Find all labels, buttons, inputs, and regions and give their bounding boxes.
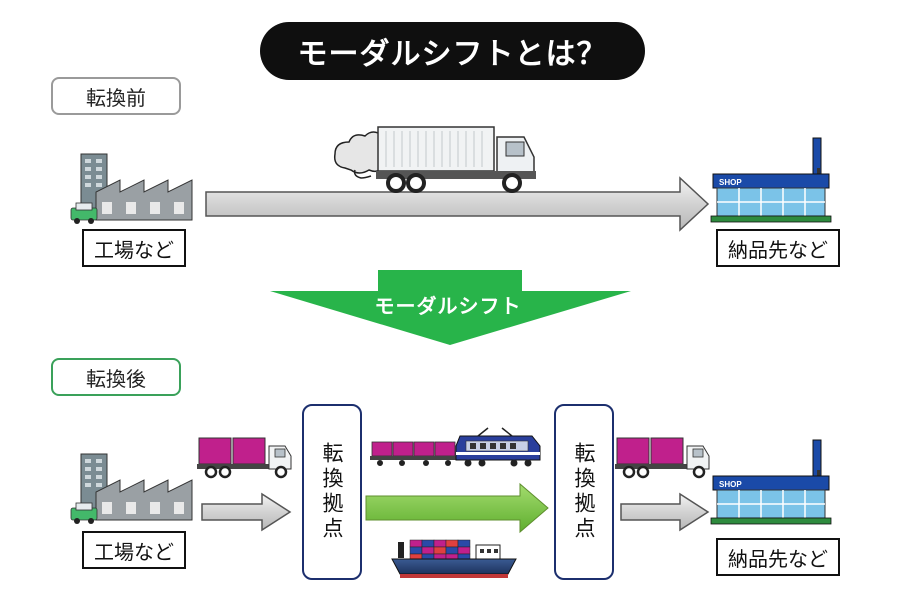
origin-label-before: 工場など — [82, 229, 186, 267]
svg-text:SHOP: SHOP — [719, 480, 742, 489]
transfer-hub-right: 転換拠点 — [554, 404, 614, 580]
factory-icon — [70, 153, 193, 224]
locomotive-icon — [455, 427, 541, 467]
modal-shift-label: モーダルシフト — [374, 294, 522, 318]
freight-train-icon — [370, 427, 541, 467]
transfer-hub-left: 転換拠点 — [302, 404, 362, 580]
before-tag: 転換前 — [51, 77, 181, 115]
container-truck-icon — [197, 437, 292, 479]
road-transport-arrow-last-leg — [620, 492, 710, 532]
after-tag: 転換後 — [51, 358, 181, 396]
origin-label-after: 工場など — [82, 531, 186, 569]
rail-sea-transport-arrow — [365, 482, 549, 534]
truck-icon — [376, 126, 536, 193]
container-ship-icon — [391, 539, 517, 578]
destination-label-after: 納品先など — [716, 538, 840, 576]
modal-shift-down-arrow — [270, 270, 631, 345]
road-transport-arrow-before — [205, 176, 710, 232]
svg-text:SHOP: SHOP — [719, 178, 742, 187]
road-transport-arrow-first-leg — [201, 492, 292, 532]
container-truck-icon — [615, 437, 710, 479]
destination-label-before: 納品先など — [716, 229, 840, 267]
shop-icon: SHOP — [710, 439, 832, 525]
page-title: モーダルシフトとは？ — [260, 22, 645, 80]
factory-icon — [70, 453, 193, 524]
shop-icon: SHOP — [710, 137, 832, 223]
